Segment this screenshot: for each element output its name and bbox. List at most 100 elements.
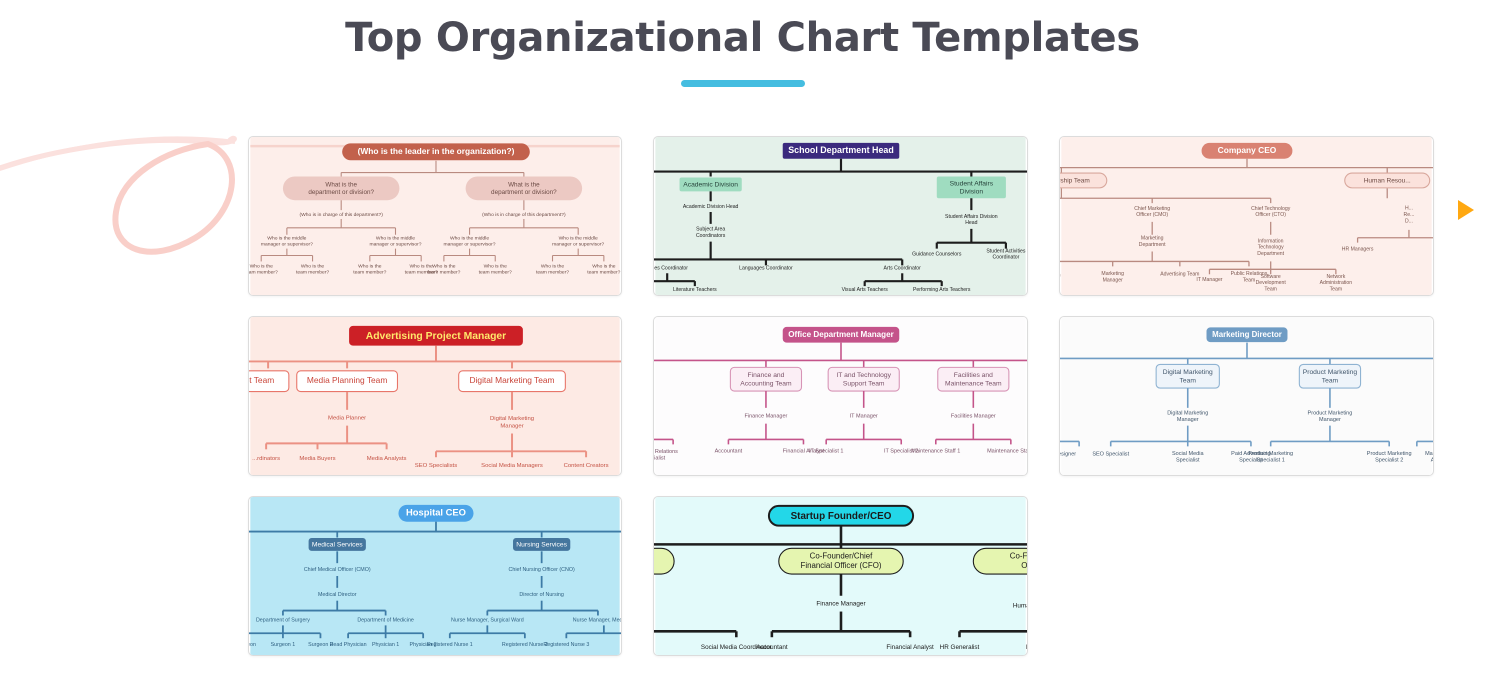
svg-text:...rdinators: ...rdinators xyxy=(252,456,280,462)
svg-text:Office Department Manager: Office Department Manager xyxy=(788,330,894,339)
template-card-advertising-manager[interactable]: Advertising Project Manager...t TeamMedi… xyxy=(248,316,622,476)
svg-text:Registered Nurse 2: Registered Nurse 2 xyxy=(502,643,548,649)
svg-text:Performing Arts Teachers: Performing Arts Teachers xyxy=(913,287,971,293)
svg-text:Facilities Manager: Facilities Manager xyxy=(951,414,996,420)
svg-text:Medical Services: Medical Services xyxy=(312,541,363,548)
svg-text:Market R...Anal...: Market R...Anal... xyxy=(1425,451,1433,464)
svg-text:Startup Founder/CEO: Startup Founder/CEO xyxy=(791,510,892,521)
svg-text:...urgeon: ...urgeon xyxy=(249,643,256,649)
svg-text:Nurse Manager, Medical...: Nurse Manager, Medical... xyxy=(573,618,621,624)
svg-text:Accountant: Accountant xyxy=(756,644,788,651)
svg-text:Surgeon 2: Surgeon 2 xyxy=(308,643,333,649)
svg-text:Advertising Project Manager: Advertising Project Manager xyxy=(366,330,506,341)
svg-text:Content Creators: Content Creators xyxy=(564,463,609,469)
svg-text:Arts Coordinator: Arts Coordinator xyxy=(884,266,922,272)
svg-text:Media Planning Team: Media Planning Team xyxy=(307,375,387,385)
svg-text:HR Generalist: HR Generalist xyxy=(940,644,980,651)
svg-text:Finance Manager: Finance Manager xyxy=(744,414,787,420)
svg-text:School Department Head: School Department Head xyxy=(788,145,894,155)
svg-text:Physician 2: Physician 2 xyxy=(410,643,437,649)
svg-text:Literature Teachers: Literature Teachers xyxy=(673,287,717,293)
page-header: Top Organizational Chart Templates xyxy=(0,12,1485,87)
svg-text:Accountant: Accountant xyxy=(715,449,743,455)
svg-text:Co-Found...Offi...: Co-Found...Offi... xyxy=(1010,551,1027,570)
template-card-startup-founder[interactable]: Startup Founder/CEO...MO)Co-Founder/Chie… xyxy=(653,496,1028,656)
svg-text:... Leadership Team: ... Leadership Team xyxy=(1060,177,1090,184)
svg-text:Hospital CEO: Hospital CEO xyxy=(406,508,466,518)
svg-text:Recruitment Sp...: Recruitment Sp... xyxy=(1026,644,1027,651)
carousel-next-arrow-icon[interactable] xyxy=(1458,200,1474,220)
org-chart-canvas-8: Startup Founder/CEO...MO)Co-Founder/Chie… xyxy=(654,497,1027,655)
svg-text:IT Manager: IT Manager xyxy=(850,414,878,420)
svg-text:Director of Nursing: Director of Nursing xyxy=(519,592,563,598)
svg-text:Medical Director: Medical Director xyxy=(318,592,357,598)
svg-text:Academic Division: Academic Division xyxy=(683,181,738,188)
svg-text:(Who is the leader in the orga: (Who is the leader in the organization?) xyxy=(358,146,515,156)
svg-text:IT Manager: IT Manager xyxy=(1196,278,1222,284)
svg-text:Visual Arts Teachers: Visual Arts Teachers xyxy=(842,287,889,293)
svg-text:IT Specialist 1: IT Specialist 1 xyxy=(809,449,844,455)
svg-text:HR Managers: HR Managers xyxy=(1342,247,1374,253)
svg-text:Surgeon 1: Surgeon 1 xyxy=(271,643,296,649)
svg-text:Physician 1: Physician 1 xyxy=(372,643,399,649)
svg-text:Languages Coordinator: Languages Coordinator xyxy=(739,266,793,272)
svg-text:Media Planner: Media Planner xyxy=(328,415,366,421)
svg-text:Media Buyers: Media Buyers xyxy=(299,456,335,462)
svg-text:Chief Medical Officer (CMO): Chief Medical Officer (CMO) xyxy=(304,567,371,573)
svg-text:Chief Nursing Officer (CNO): Chief Nursing Officer (CNO) xyxy=(509,567,575,573)
svg-text:Head Physician: Head Physician xyxy=(330,643,367,649)
template-card-grid: (Who is the leader in the organization?)… xyxy=(0,136,1485,676)
svg-text:Human Re...: Human Re... xyxy=(1013,602,1027,609)
svg-text:Company CEO: Company CEO xyxy=(1218,145,1277,155)
svg-text:(Who is in charge of this depa: (Who is in charge of this department?) xyxy=(482,212,566,218)
svg-text:IT Specialist 2: IT Specialist 2 xyxy=(884,449,919,455)
org-chart-canvas-1: (Who is the leader in the organization?)… xyxy=(249,137,621,295)
svg-text:SEO Specialist: SEO Specialist xyxy=(1092,452,1129,458)
template-card-leader-question[interactable]: (Who is the leader in the organization?)… xyxy=(248,136,622,296)
svg-text:...aphic Designer: ...aphic Designer xyxy=(1060,452,1076,458)
svg-text:Employee RelationsSpecialist: Employee RelationsSpecialist xyxy=(654,449,678,462)
svg-text:Registered Nurse 1: Registered Nurse 1 xyxy=(427,643,473,649)
svg-text:...ities Coordinator: ...ities Coordinator xyxy=(654,266,688,272)
svg-text:Guidance Counselors: Guidance Counselors xyxy=(912,252,962,258)
svg-text:Digital Marketing Team: Digital Marketing Team xyxy=(470,375,555,385)
svg-text:Financial Analyst: Financial Analyst xyxy=(783,449,825,455)
